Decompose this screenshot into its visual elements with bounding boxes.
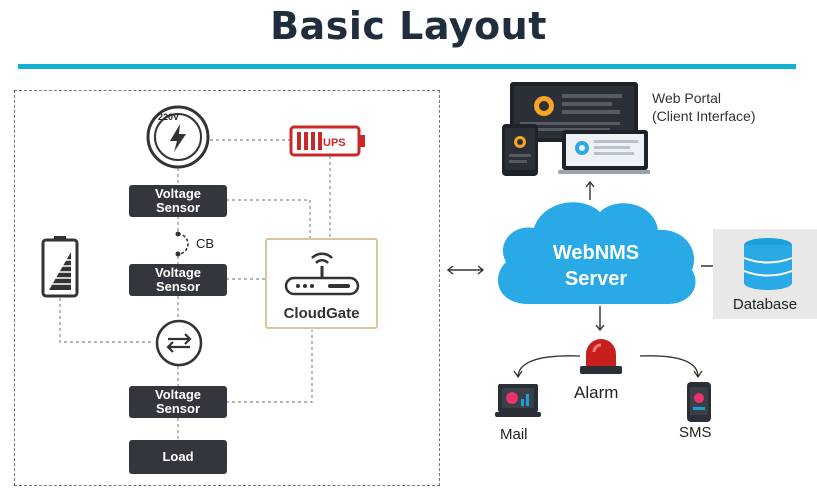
database-label: Database xyxy=(732,296,798,313)
supply-voltage-label: 220V xyxy=(158,112,180,122)
voltage-sensor-1: Voltage Sensor xyxy=(129,185,227,217)
web-portal-sublabel: (Client Interface) xyxy=(652,108,756,124)
server-label: Server xyxy=(564,268,628,290)
alarm-siren-icon xyxy=(580,339,622,374)
sms-phone-icon xyxy=(687,382,711,422)
webnms-label: WebNMS xyxy=(552,242,640,264)
web-portal-devices-icon xyxy=(502,82,650,176)
cloudgate-label: CloudGate xyxy=(283,305,360,322)
sms-label: SMS xyxy=(679,424,712,441)
database-icon xyxy=(743,238,793,290)
voltage-sensor-2: Voltage Sensor xyxy=(129,264,227,296)
alarm-label: Alarm xyxy=(574,383,619,402)
battery-level-icon xyxy=(41,236,79,298)
power-lightning-icon xyxy=(146,105,210,169)
ups-label: UPS xyxy=(323,137,346,149)
router-wifi-icon xyxy=(284,252,360,296)
title-underline xyxy=(18,64,796,69)
load-box: Load xyxy=(129,440,227,474)
web-portal-label: Web Portal xyxy=(652,90,721,106)
ups-battery-icon xyxy=(289,125,365,157)
webnms-cloud-icon xyxy=(497,202,696,304)
mail-label: Mail xyxy=(500,426,528,443)
voltage-sensor-3: Voltage Sensor xyxy=(129,386,227,418)
page-title: Basic Layout xyxy=(270,4,547,48)
switch-arrows-icon xyxy=(155,319,203,367)
site-boundary xyxy=(14,90,440,486)
cb-label: CB xyxy=(196,236,215,251)
mail-laptop-icon xyxy=(495,384,541,417)
